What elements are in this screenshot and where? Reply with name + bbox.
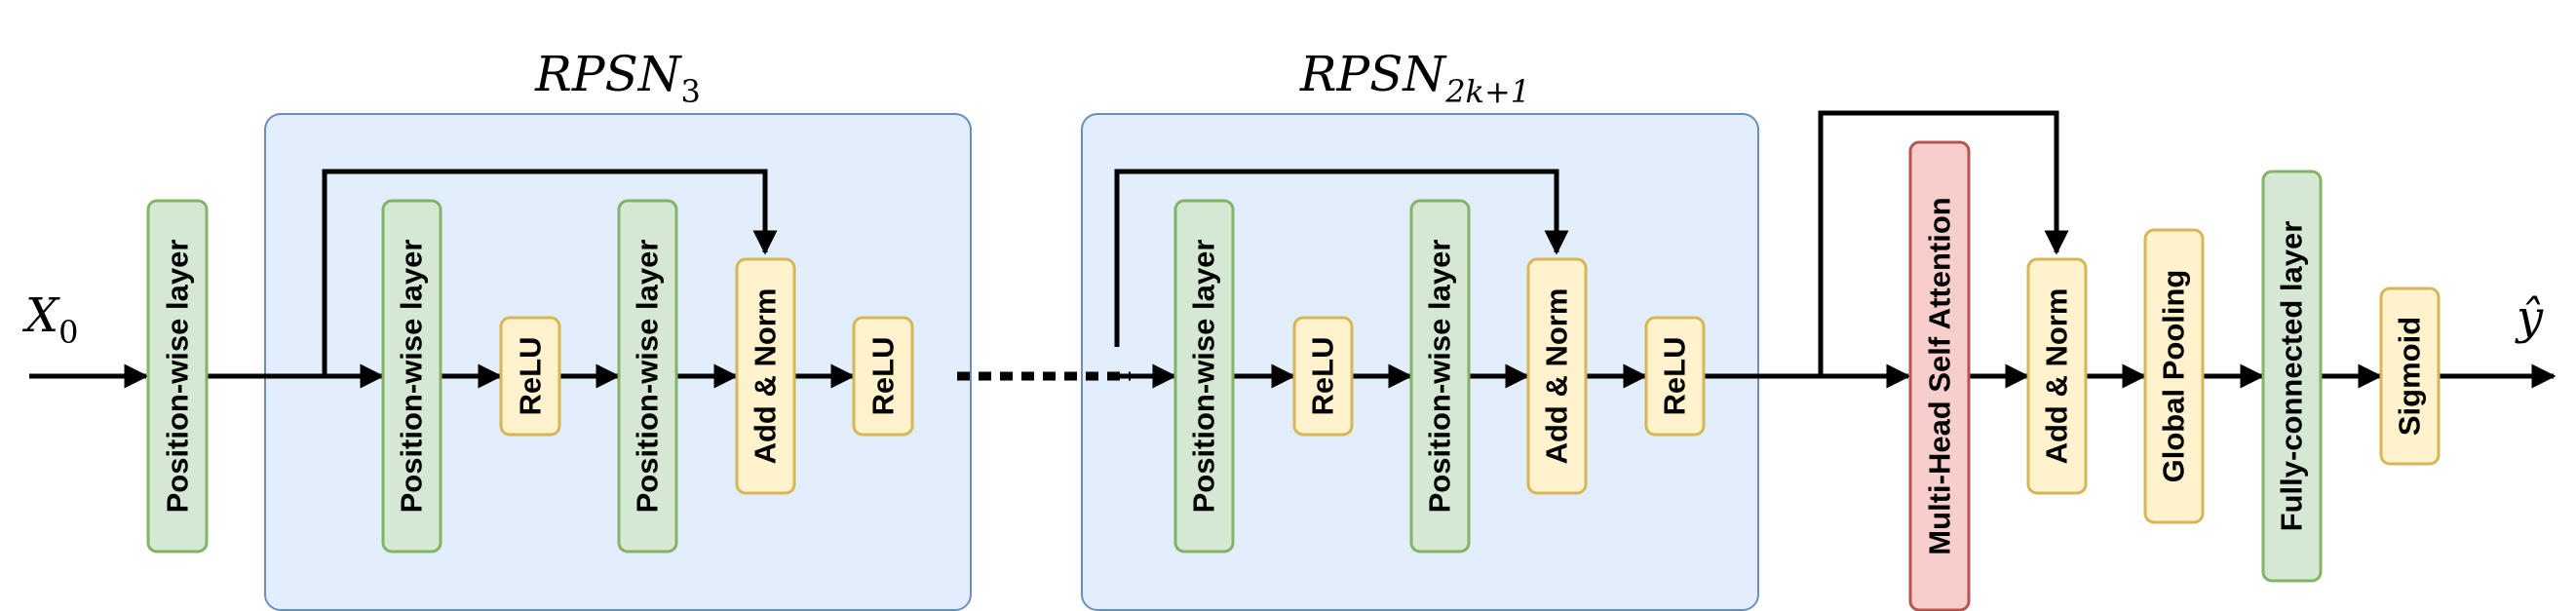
block-mhsa-label: Multi-Head Self Attention bbox=[1923, 197, 1957, 554]
block-sigmoid: Sigmoid bbox=[2379, 286, 2441, 466]
block-g1-relu1-label: ReLU bbox=[514, 337, 548, 416]
block-pos-in: Position-wise layer bbox=[146, 199, 209, 554]
block-sigmoid-label: Sigmoid bbox=[2393, 317, 2427, 436]
block-fc-label: Fully-connected layer bbox=[2275, 221, 2309, 532]
block-g1-pos1-label: Position-wise layer bbox=[395, 240, 429, 514]
block-g2-addnorm: Add & Norm bbox=[1526, 257, 1588, 495]
block-fc: Fully-connected layer bbox=[2261, 170, 2323, 583]
block-g2-relu1-label: ReLU bbox=[1306, 337, 1340, 416]
block-pooling-label: Global Pooling bbox=[2157, 270, 2191, 483]
block-g1-pos2-label: Position-wise layer bbox=[631, 240, 665, 514]
input-label: X0 bbox=[21, 288, 79, 351]
block-g1-pos2: Position-wise layer bbox=[617, 199, 678, 554]
block-g1-addnorm: Add & Norm bbox=[735, 257, 796, 495]
block-g1-addnorm-label: Add & Norm bbox=[749, 288, 783, 465]
block-g2-addnorm-label: Add & Norm bbox=[1540, 288, 1574, 465]
block-g2-pos1: Position-wise layer bbox=[1173, 199, 1235, 554]
skip-g1 bbox=[322, 169, 778, 376]
block-g2-relu1: ReLU bbox=[1292, 316, 1354, 437]
block-g1-relu2: ReLU bbox=[852, 316, 914, 437]
block-g1-relu2-label: ReLU bbox=[866, 337, 901, 416]
block-g2-relu2-label: ReLU bbox=[1658, 337, 1692, 416]
block-pooling: Global Pooling bbox=[2143, 228, 2205, 524]
output-label: ŷ bbox=[2515, 290, 2544, 345]
skip-attention bbox=[1818, 110, 2069, 376]
block-g1-relu1: ReLU bbox=[499, 316, 561, 437]
block-g2-pos2-label: Position-wise layer bbox=[1423, 240, 1457, 514]
block-g2-relu2: ReLU bbox=[1644, 316, 1706, 437]
rpsn-group-1-title: RPSN3 bbox=[534, 46, 701, 110]
block-g2-pos1-label: Position-wise layer bbox=[1187, 240, 1221, 514]
block-g1-pos1: Position-wise layer bbox=[381, 199, 442, 554]
skip-g2 bbox=[1114, 169, 1569, 347]
block-pos-in-label: Position-wise layer bbox=[161, 240, 195, 514]
rpsn-group-2-title: RPSN2k+1 bbox=[1299, 46, 1530, 110]
block-mhsa: Multi-Head Self Attention bbox=[1908, 140, 1971, 611]
block-g2-pos2: Position-wise layer bbox=[1409, 199, 1471, 554]
block-addnorm-label: Add & Norm bbox=[2040, 288, 2074, 465]
block-addnorm: Add & Norm bbox=[2026, 257, 2088, 495]
